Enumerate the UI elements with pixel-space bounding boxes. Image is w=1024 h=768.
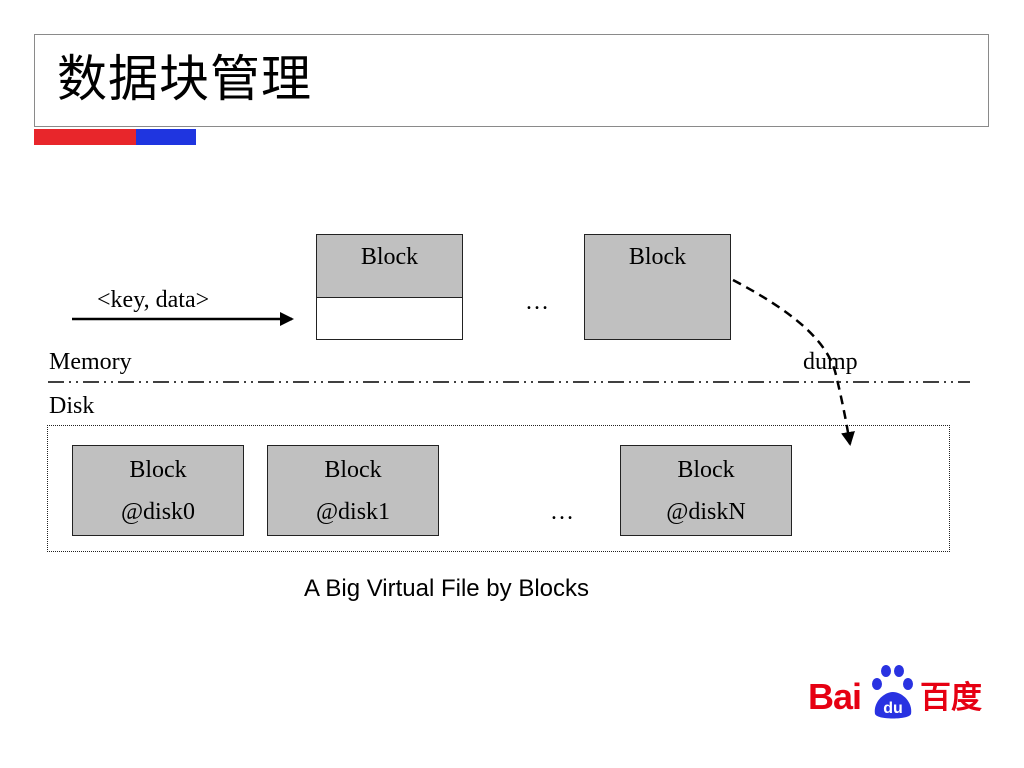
memory-block-free-space	[316, 297, 463, 340]
disk-block-1: Block @disk1	[267, 445, 439, 536]
paw-text: du	[883, 700, 903, 717]
disk-block-0-location: @disk0	[120, 499, 196, 525]
memory-block-active-label: Block	[360, 244, 419, 270]
logo-chinese-text: 百度	[920, 680, 982, 716]
disk-ellipsis: …	[550, 499, 574, 525]
paw-icon: du	[872, 665, 913, 719]
memory-ellipsis: …	[525, 289, 549, 315]
disk-block-0: Block @disk0	[72, 445, 244, 536]
dump-label: dump	[803, 349, 858, 375]
disk-block-0-label: Block	[129, 457, 187, 483]
diagram-caption: A Big Virtual File by Blocks	[304, 575, 590, 602]
input-label: <key, data>	[97, 287, 210, 313]
disk-block-n: Block @diskN	[620, 445, 792, 536]
dump-arrow	[732, 278, 855, 446]
memory-block-full-label: Block	[628, 244, 687, 270]
accent-bar-blue	[136, 129, 196, 145]
memory-block-full: Block	[584, 234, 731, 340]
disk-block-1-location: @disk1	[315, 499, 391, 525]
disk-block-1-label: Block	[324, 457, 382, 483]
logo-latin-text: Bai	[808, 676, 862, 717]
slide-title: 数据块管理	[57, 50, 312, 108]
memory-region-label: Memory	[49, 349, 132, 375]
disk-block-n-label: Block	[677, 457, 735, 483]
disk-block-n-location: @diskN	[666, 499, 746, 525]
accent-bar-red	[34, 129, 136, 145]
memory-block-active: Block	[316, 234, 463, 298]
baidu-logo: Bai du 百度	[808, 662, 988, 722]
disk-region	[47, 425, 950, 552]
title-box: 数据块管理	[34, 34, 989, 127]
disk-region-label: Disk	[49, 393, 95, 419]
